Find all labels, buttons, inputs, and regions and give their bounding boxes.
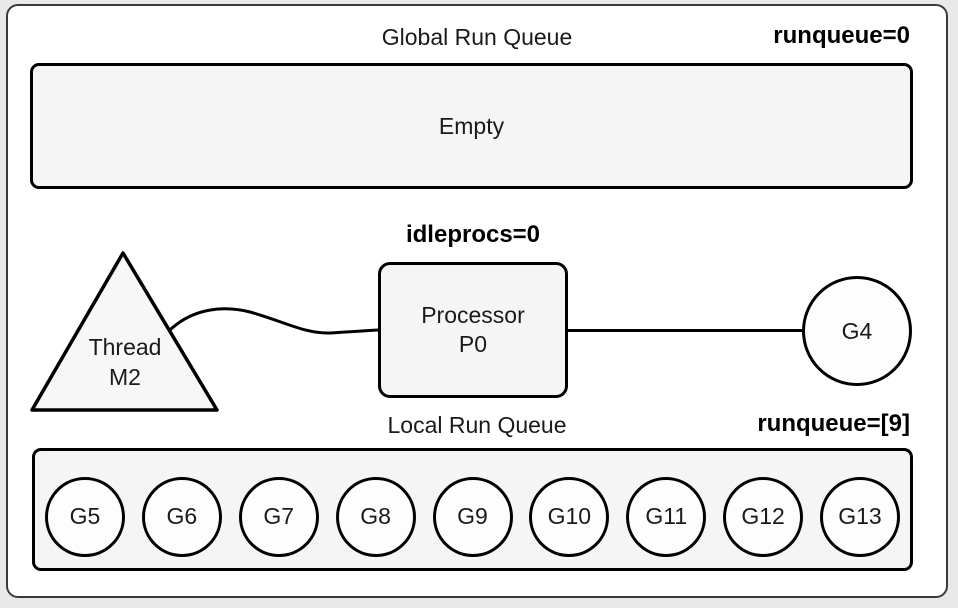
goroutine-label: G13	[838, 503, 882, 529]
goroutine-label: G11	[645, 503, 688, 529]
global-run-queue-content: Empty	[438, 112, 505, 139]
processor-box: Processor P0	[378, 262, 568, 398]
goroutine-label: G5	[69, 503, 101, 529]
goroutine-circle: G7	[238, 476, 319, 557]
local-run-queue-title: Local Run Queue	[387, 412, 567, 438]
goroutine-circle: G6	[141, 476, 222, 557]
goroutine-circle: G8	[335, 476, 416, 557]
local-run-queue-box: G5 G6 G7 G8 G9 G10 G11 G12 G13	[32, 448, 913, 571]
goroutine-circle: G11	[626, 476, 707, 557]
running-goroutine-circle: G4	[802, 276, 912, 386]
scheduler-frame: Global Run Queue runqueue=0 Empty idlepr…	[6, 4, 948, 598]
thread-label-line1: Thread	[88, 334, 162, 360]
processor-label-line2: P0	[458, 331, 488, 357]
idleprocs-label: idleprocs=0	[405, 221, 541, 248]
thread-label: Thread M2	[55, 332, 195, 392]
processor-label-line1: Processor	[421, 302, 525, 328]
thread-to-processor-connector	[169, 307, 381, 335]
goroutine-circle: G9	[432, 476, 513, 557]
goroutine-label: G9	[457, 503, 488, 529]
running-goroutine-label: G4	[841, 317, 873, 344]
goroutine-circle: G10	[529, 476, 610, 557]
goroutine-label: G12	[741, 503, 785, 529]
goroutine-label: G8	[360, 503, 391, 529]
global-run-queue-title: Global Run Queue	[381, 24, 573, 50]
goroutine-circle: G5	[45, 476, 125, 557]
goroutine-circle: G12	[723, 476, 804, 557]
thread-label-line2: M2	[109, 364, 141, 390]
global-runqueue-counter: runqueue=0	[773, 22, 910, 49]
local-queue-circles: G5 G6 G7 G8 G9 G10 G11 G12 G13	[35, 451, 910, 568]
goroutine-circle: G13	[820, 476, 900, 557]
goroutine-label: G6	[166, 503, 198, 529]
global-run-queue-box: Empty	[30, 63, 913, 189]
goroutine-label: G7	[263, 503, 295, 529]
local-runqueue-counter: runqueue=[9]	[757, 410, 910, 437]
goroutine-label: G10	[547, 503, 592, 529]
